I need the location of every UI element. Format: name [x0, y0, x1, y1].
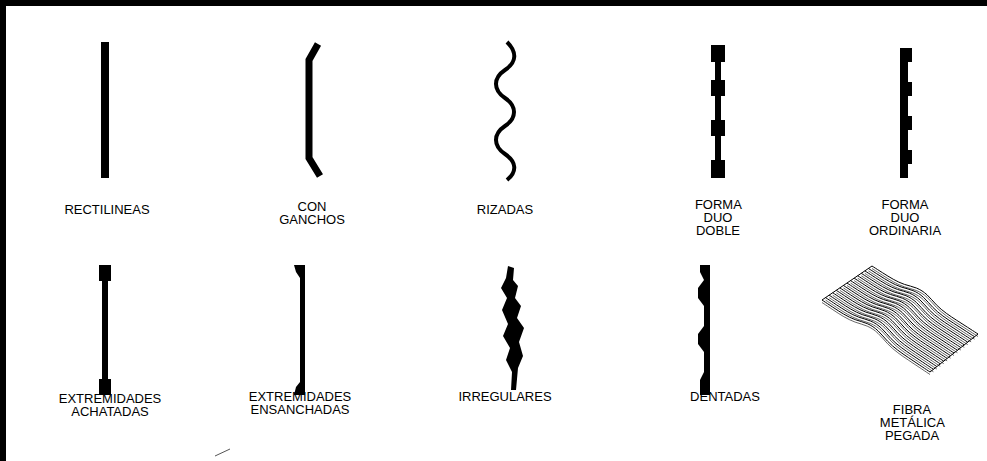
glued-strip [868, 268, 974, 336]
fiber-type-label: IRREGULARES [458, 390, 551, 403]
fiber-type-label: RECTILINEAS [64, 203, 149, 216]
glued-strip-edge [868, 271, 974, 339]
fiber-type-label: EXTREMIDADES ENSANCHADAS [249, 390, 352, 416]
fiber-type-label: FORMA DUO ORDINARIA [869, 198, 941, 237]
ordinary-duo-fiber [900, 48, 912, 178]
glued-strip-edge [851, 283, 958, 353]
glued-strip-edge [861, 276, 967, 345]
glued-strip [861, 273, 967, 342]
glued-strip-edge [865, 273, 971, 342]
glued-strip [865, 271, 971, 340]
flattened-end-fiber [99, 265, 111, 395]
glued-strip-edge [872, 269, 978, 337]
frame-top [0, 0, 987, 6]
fiber-type-label: EXTREMIDADES ACHATADAS [59, 392, 162, 418]
crimped-fiber [496, 42, 514, 180]
sheet-edge [822, 266, 872, 300]
glued-strip-edge [847, 286, 954, 356]
fiber-type-label: RIZADAS [477, 203, 533, 216]
frame-left [0, 0, 6, 461]
glued-strip-edge [843, 288, 950, 358]
glued-strip [872, 266, 978, 334]
hooked-fiber [309, 44, 320, 176]
fiber-type-label: FORMA DUO DOBLE [695, 198, 741, 237]
stray-mark [215, 449, 230, 456]
double-duo-fiber [711, 45, 725, 178]
fiber-type-label: FIBRA METÁLICA PEGADA [880, 403, 944, 442]
glued-fiber-sheet [822, 266, 978, 375]
fiber-type-label: CON GANCHOS [279, 200, 345, 226]
irregular-fiber [501, 266, 524, 390]
fiber-type-label: DENTADAS [690, 390, 760, 403]
sheet-edge [930, 334, 978, 372]
straight-fiber [101, 42, 109, 178]
toothed-fiber [698, 265, 710, 395]
enlarged-end-fiber [294, 265, 305, 395]
